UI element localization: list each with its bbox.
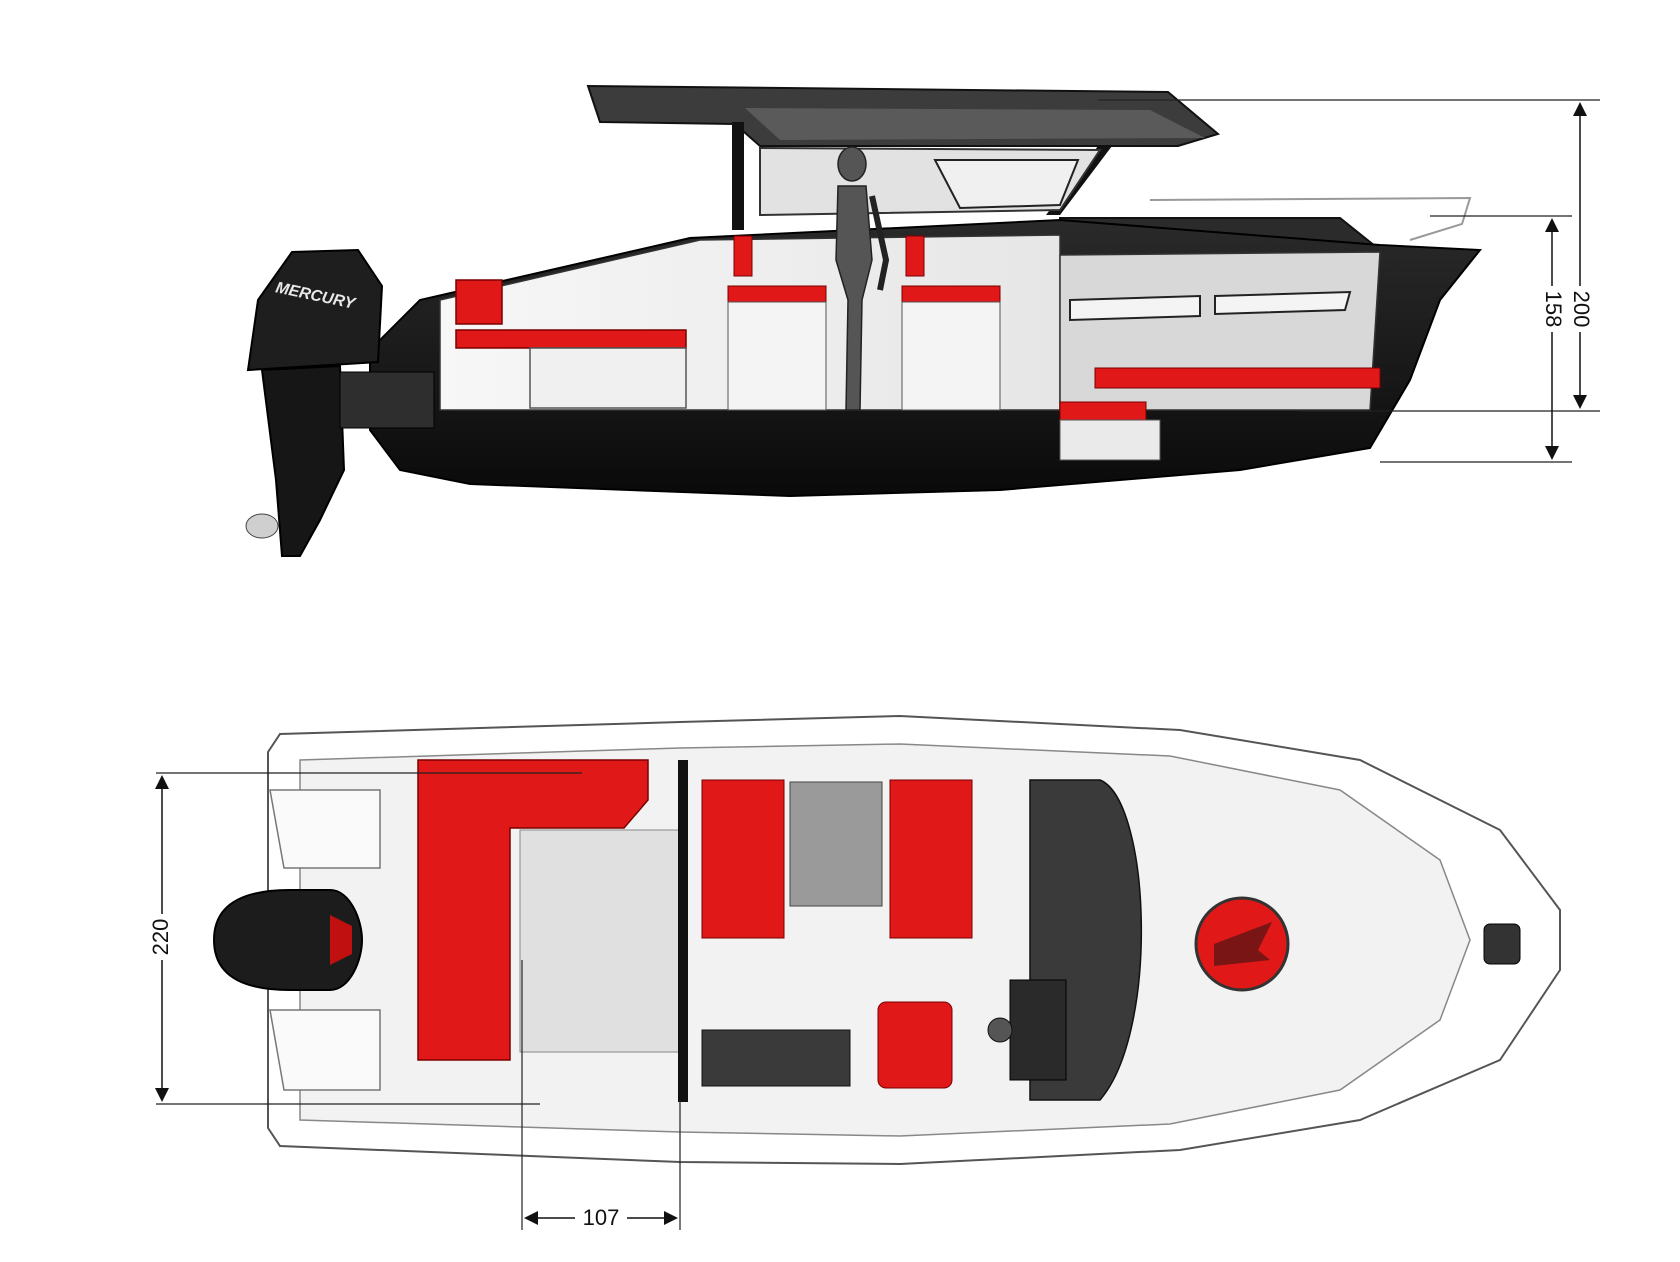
outboard-accent <box>330 915 352 965</box>
helm-seat-right <box>901 285 1001 303</box>
dinette-seat-right <box>889 779 973 939</box>
windscreen-frame <box>933 159 1080 210</box>
outboard-motor-top <box>212 889 364 991</box>
top-dimensions: 220 107 <box>148 772 681 1232</box>
cabin-bench-cushion <box>1094 367 1381 389</box>
cabin-bulkhead <box>678 760 688 1102</box>
helm-seat-right-base <box>901 301 1001 411</box>
helm-seat-top <box>877 1001 953 1089</box>
dim-label-220: 220 <box>148 919 173 956</box>
aft-bench-cushion <box>455 329 687 349</box>
helm-seat-left-base <box>727 301 827 411</box>
helm-backrest-left <box>733 235 753 277</box>
cabin-step <box>1059 419 1161 461</box>
cabin-step-cushion <box>1059 401 1147 421</box>
swim-platform-lower <box>269 1009 381 1091</box>
hatch-logo <box>1214 922 1272 966</box>
aft-l-cushion <box>417 759 649 1061</box>
helm-backrest-right <box>905 235 925 277</box>
bow-anchor <box>1483 923 1521 965</box>
helm-seat-left <box>727 285 827 303</box>
cockpit-floor <box>519 829 681 1053</box>
side-dimensions: 200 158 <box>1098 99 1600 463</box>
cabin-window <box>1069 294 1201 322</box>
dim-label-200: 200 <box>1569 291 1594 328</box>
dashboard <box>1009 979 1067 1081</box>
dinette-seat-left <box>701 779 785 939</box>
motor-bracket <box>339 371 435 429</box>
dim-label-158: 158 <box>1541 291 1566 328</box>
hardtop-visor <box>745 108 1205 140</box>
aft-bench-base <box>529 347 687 409</box>
steering-wheel <box>987 1017 1013 1043</box>
top-view <box>212 714 1561 1166</box>
cabin-window-2 <box>1214 290 1352 316</box>
dinette-table <box>789 781 883 907</box>
side-view: MERCURY <box>245 84 1483 557</box>
dim-label-107: 107 <box>583 1205 620 1230</box>
swim-platform-upper <box>269 789 381 869</box>
aft-pillar <box>732 122 744 230</box>
bow-rail <box>1149 196 1472 241</box>
outboard-motor-cowl <box>246 248 384 372</box>
galley-unit <box>701 1029 851 1087</box>
aft-backrest-cushion <box>455 279 503 325</box>
mannequin <box>835 146 890 411</box>
propeller-hub <box>245 513 279 539</box>
